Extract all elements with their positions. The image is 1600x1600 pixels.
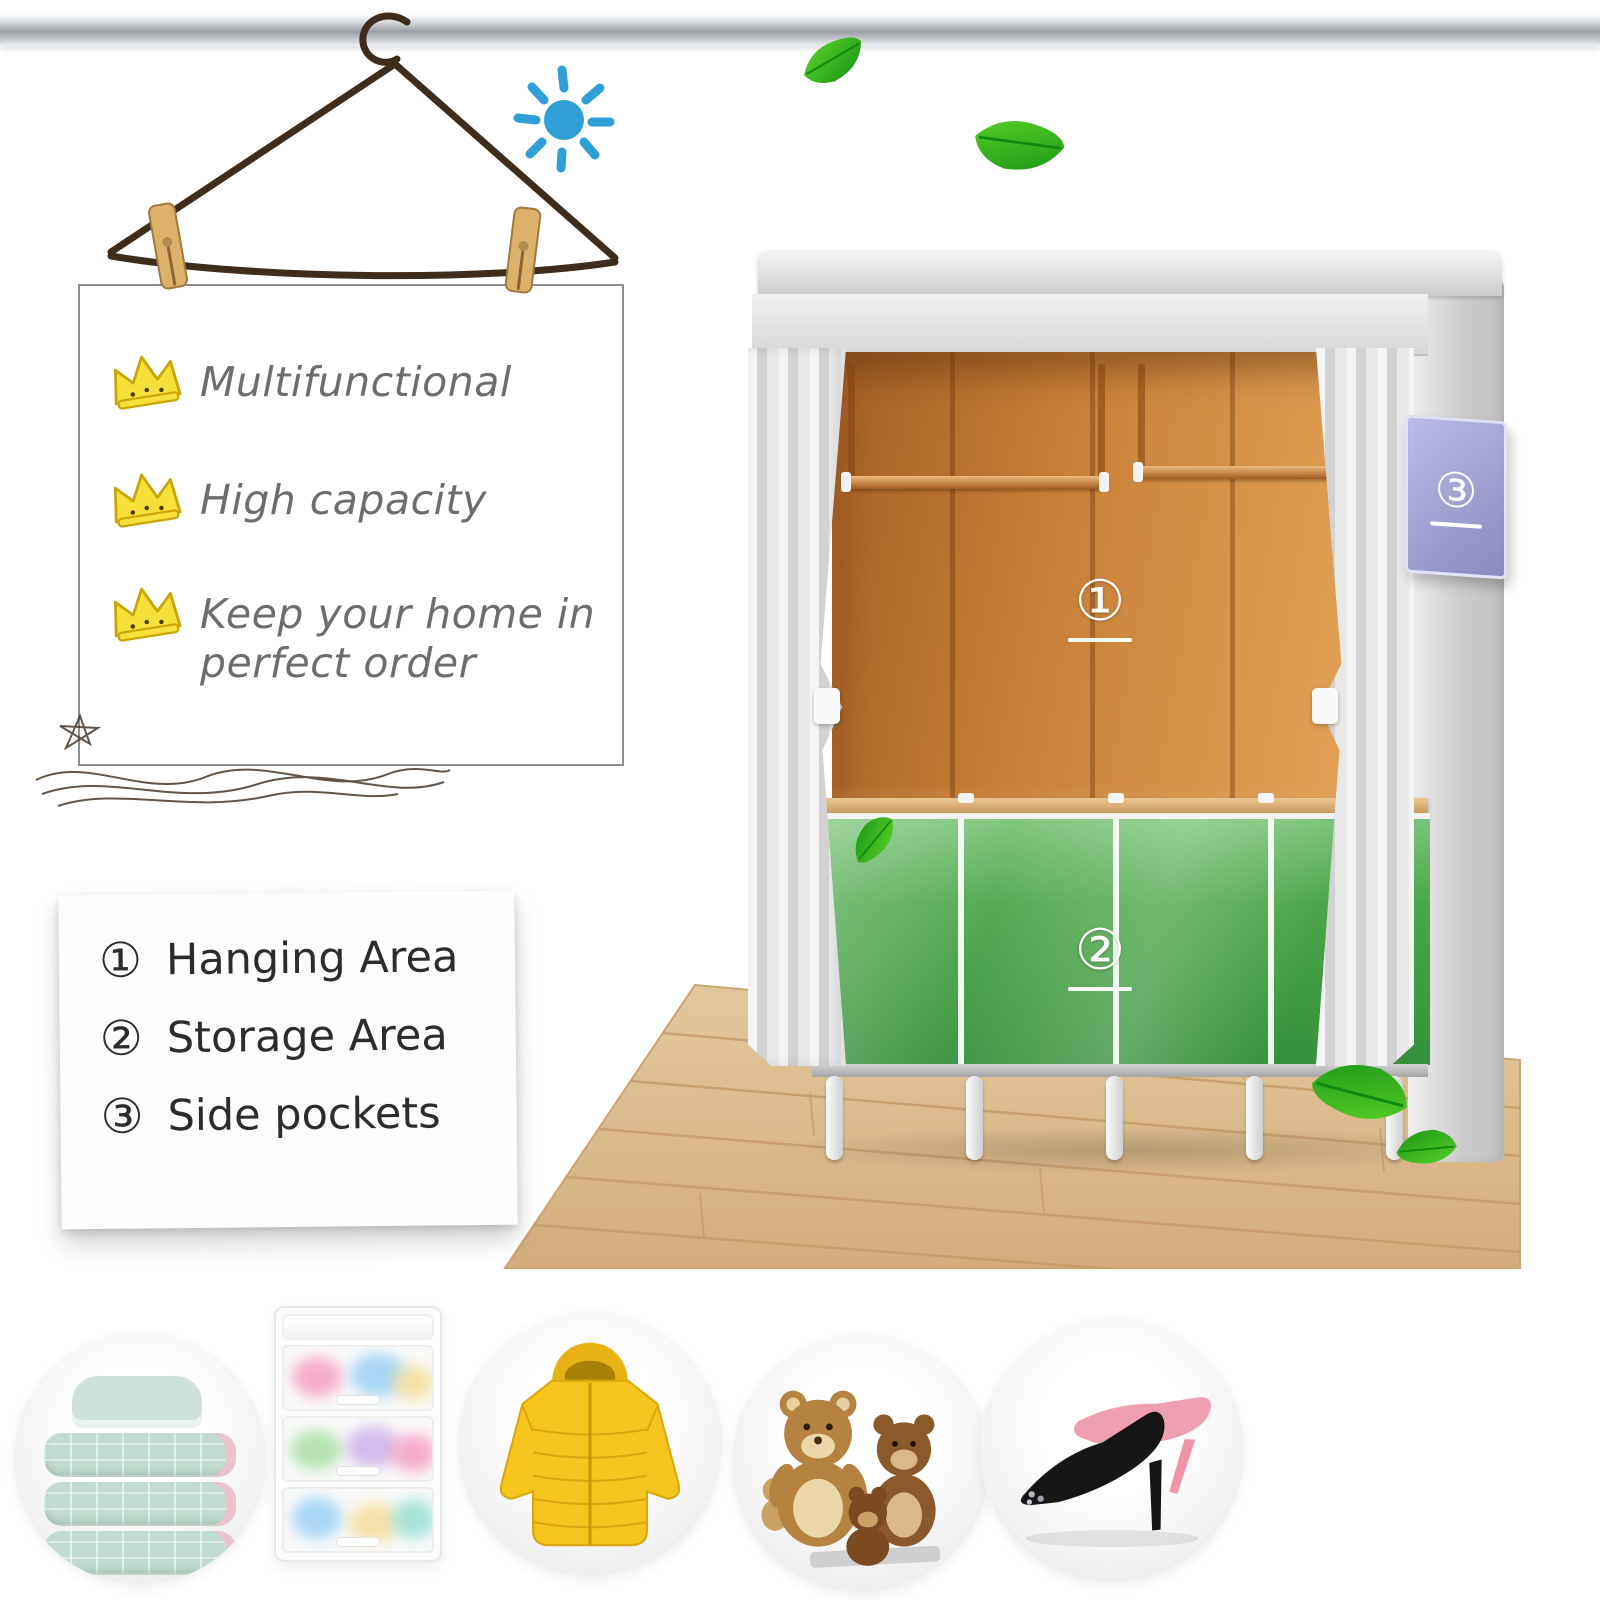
clothespin-icon bbox=[504, 206, 542, 294]
legend-label: Side pockets bbox=[167, 1087, 441, 1141]
storage-divider bbox=[1268, 819, 1274, 1065]
side-pocket: ③ bbox=[1405, 414, 1507, 580]
quilt-photo bbox=[14, 1332, 266, 1584]
wardrobe-leg bbox=[1106, 1076, 1123, 1160]
sun-icon bbox=[513, 65, 615, 173]
quilt-layer bbox=[44, 1531, 236, 1575]
legend-number: ① bbox=[98, 932, 143, 989]
drawer-handle bbox=[336, 1395, 380, 1405]
scribble-doodle bbox=[35, 713, 451, 807]
clothes-rail bbox=[0, 14, 1600, 46]
quilt-layer bbox=[44, 1433, 236, 1477]
legend-item-hanging: ① Hanging Area bbox=[98, 931, 515, 989]
shelf-connector bbox=[1258, 793, 1274, 803]
wardrobe-roof bbox=[758, 250, 1502, 296]
hanging-area: ① bbox=[832, 352, 1412, 804]
hanger-icon bbox=[107, 12, 619, 294]
hanging-area-label: ① bbox=[1020, 574, 1180, 642]
back-panel-seam bbox=[1090, 352, 1095, 804]
crown-icon bbox=[114, 473, 182, 528]
leaf-icon bbox=[855, 817, 893, 863]
frame-post bbox=[1098, 364, 1105, 476]
wardrobe-leg bbox=[966, 1076, 983, 1160]
legend-item-storage: ② Storage Area bbox=[99, 1009, 516, 1067]
wardrobe-leg bbox=[826, 1076, 843, 1160]
storage-divider bbox=[1113, 819, 1119, 1065]
drawer-handle bbox=[336, 1466, 380, 1476]
storage-area-number: ② bbox=[1074, 918, 1126, 983]
portable-wardrobe: ① ② bbox=[740, 250, 1520, 1165]
legend-item-pockets: ③ Side pockets bbox=[100, 1087, 516, 1145]
feature-label: Multifunctional bbox=[200, 358, 512, 406]
teddy-bear-front bbox=[846, 1486, 890, 1566]
black-heel bbox=[1020, 1411, 1165, 1531]
label-underline bbox=[1068, 638, 1132, 642]
feature-label: Keep your home in perfect order bbox=[200, 590, 596, 688]
drawer-lid bbox=[282, 1314, 434, 1340]
leaf-icon bbox=[1396, 1129, 1457, 1164]
teddy-bears bbox=[761, 1390, 941, 1568]
drawer-handle bbox=[336, 1537, 380, 1547]
leaf-icon bbox=[975, 120, 1065, 170]
down-jacket bbox=[499, 1342, 681, 1547]
feature-box: Multifunctional High capacity Keep your … bbox=[78, 284, 624, 766]
quilt-layer bbox=[44, 1482, 236, 1526]
curtain-tie bbox=[814, 688, 840, 724]
hanging-area-number: ① bbox=[1074, 569, 1126, 634]
leaf-icon bbox=[804, 37, 862, 83]
side-pocket-label: ③ bbox=[1430, 461, 1482, 529]
feature-item: High capacity bbox=[106, 468, 487, 528]
rod-bracket bbox=[1133, 462, 1143, 482]
side-pocket-number: ③ bbox=[1434, 461, 1478, 521]
wardrobe-top-valance bbox=[752, 294, 1428, 356]
drawer-cell bbox=[282, 1487, 434, 1553]
wardrobe-floor-shadow bbox=[770, 1126, 1490, 1174]
legend-label: Storage Area bbox=[166, 1009, 448, 1063]
feature-label: High capacity bbox=[200, 476, 487, 524]
storage-area-label: ② bbox=[1020, 923, 1180, 991]
rod-bracket bbox=[841, 472, 851, 492]
drawer-cell bbox=[282, 1345, 434, 1411]
back-panel-seam bbox=[1230, 352, 1235, 804]
middle-shelf bbox=[812, 793, 1428, 815]
label-underline bbox=[1068, 987, 1132, 991]
curtain-tie bbox=[1312, 688, 1338, 724]
jacket-photo bbox=[458, 1312, 722, 1576]
plush-toys-photo bbox=[732, 1334, 990, 1592]
heels-photo bbox=[980, 1318, 1244, 1582]
bottom-rail bbox=[812, 1064, 1428, 1077]
frame-post bbox=[1138, 364, 1145, 466]
drawer-cell bbox=[282, 1416, 434, 1482]
legend-number: ③ bbox=[100, 1088, 144, 1145]
drawer-box-photo bbox=[274, 1306, 442, 1562]
back-panel-seam bbox=[950, 352, 955, 804]
crown-icon bbox=[114, 355, 182, 410]
high-heels bbox=[1020, 1397, 1211, 1548]
crown-icon bbox=[114, 587, 182, 642]
label-underline bbox=[1430, 521, 1482, 529]
rod-bracket bbox=[1099, 472, 1109, 492]
shelf-connector bbox=[958, 793, 974, 803]
clothespin-icon bbox=[148, 202, 188, 290]
hanging-rod bbox=[841, 472, 1109, 492]
frame-post bbox=[848, 364, 855, 476]
leaf-icon bbox=[1312, 1065, 1407, 1120]
folded-quilt bbox=[44, 1376, 236, 1575]
shelf-connector bbox=[1108, 793, 1124, 803]
legend-label: Hanging Area bbox=[165, 931, 459, 985]
feature-item: Multifunctional bbox=[106, 350, 512, 410]
quilt-fold bbox=[72, 1376, 202, 1428]
left-curtain bbox=[748, 348, 846, 1066]
legend-number: ② bbox=[99, 1010, 144, 1067]
legend-card: ① Hanging Area ② Storage Area ③ Side poc… bbox=[58, 890, 518, 1230]
storage-divider bbox=[958, 819, 964, 1065]
teddy-bear-right bbox=[872, 1414, 936, 1547]
feature-item: Keep your home in perfect order bbox=[106, 582, 600, 688]
wardrobe-leg bbox=[1246, 1076, 1263, 1160]
